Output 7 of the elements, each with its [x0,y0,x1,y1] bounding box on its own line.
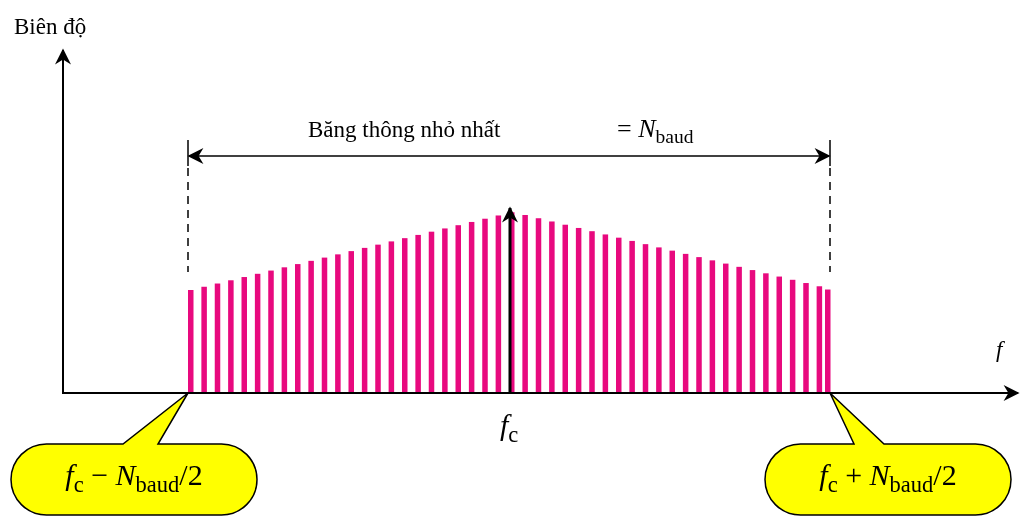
frequency-label: f$_{c}$ [500,410,519,447]
frequency-formula: f$_{c}$ − N$_{baud}$/2 [64,460,204,497]
axis-label: Biên độ [14,15,87,38]
dimension-label: Băng thông nhỏ nhất [308,118,501,141]
axis-label: f [996,338,1003,361]
frequency-formula: f$_{c}$ + N$_{baud}$/2 [818,460,958,497]
formula-label: = N$_{baud}$ [617,116,694,147]
